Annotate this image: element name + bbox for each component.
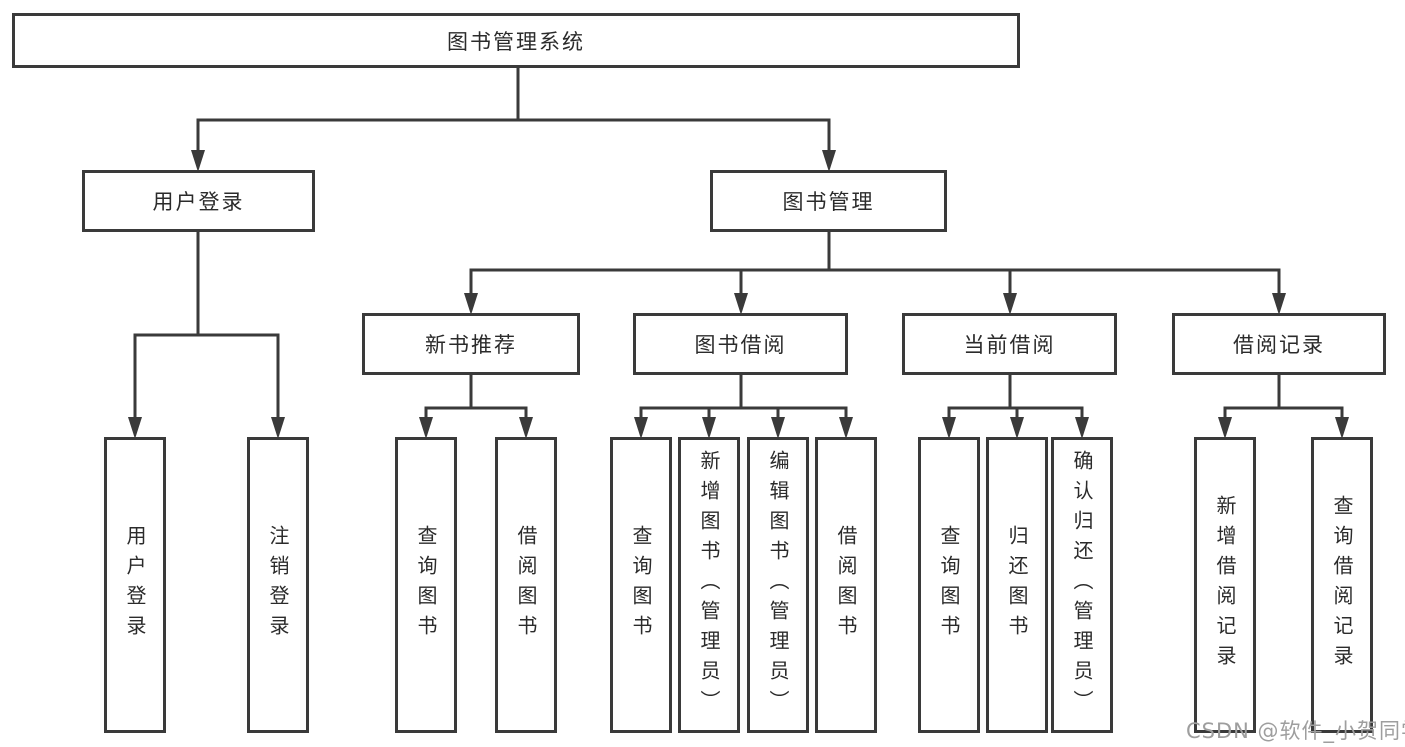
node-user-login: 用户登录 — [82, 170, 315, 232]
leaf-query-books-current: 查询图书 — [918, 437, 980, 733]
leaf-confirm-return-admin: 确认归还（管理员） — [1051, 437, 1113, 733]
leaf-borrow-books-recommend: 借阅图书 — [495, 437, 557, 733]
arrow-down-icon — [734, 293, 748, 315]
arrow-down-icon — [191, 150, 205, 172]
leaf-query-borrow-record: 查询借阅记录 — [1311, 437, 1373, 733]
leaf-return-book: 归还图书 — [986, 437, 1048, 733]
connector-newbook-to-leaves — [424, 375, 528, 419]
node-new-book-recommendation: 新书推荐 — [362, 313, 580, 375]
leaf-logout: 注销登录 — [247, 437, 309, 733]
arrow-down-icon — [464, 293, 478, 315]
arrow-down-icon — [1335, 417, 1349, 439]
leaf-query-books-recommend: 查询图书 — [395, 437, 457, 733]
connector-records-to-leaves — [1223, 375, 1344, 419]
arrow-down-icon — [822, 150, 836, 172]
leaf-add-borrow-record: 新增借阅记录 — [1194, 437, 1256, 733]
node-book-management: 图书管理 — [710, 170, 947, 232]
node-borrowing-records: 借阅记录 — [1172, 313, 1386, 375]
node-book-borrowing: 图书借阅 — [633, 313, 848, 375]
arrow-down-icon — [634, 417, 648, 439]
arrow-down-icon — [1003, 293, 1017, 315]
arrow-down-icon — [942, 417, 956, 439]
leaf-borrow-books-borrowing: 借阅图书 — [815, 437, 877, 733]
connector-borrowing-to-leaves — [639, 375, 848, 419]
arrow-down-icon — [1218, 417, 1232, 439]
arrow-down-icon — [702, 417, 716, 439]
csdn-watermark: CSDN @软件_小贺同学 — [1186, 719, 1405, 743]
arrow-down-icon — [271, 417, 285, 439]
arrow-down-icon — [839, 417, 853, 439]
leaf-query-books-borrowing: 查询图书 — [610, 437, 672, 733]
leaf-add-book-admin: 新增图书（管理员） — [678, 437, 740, 733]
arrow-down-icon — [1075, 417, 1089, 439]
node-root-system: 图书管理系统 — [12, 13, 1020, 68]
connector-bookmgmt-to-level3 — [469, 232, 1281, 295]
node-current-borrowing: 当前借阅 — [902, 313, 1117, 375]
arrow-down-icon — [519, 417, 533, 439]
connector-current-to-leaves — [947, 375, 1084, 419]
arrow-down-icon — [771, 417, 785, 439]
leaf-user-login: 用户登录 — [104, 437, 166, 733]
connector-root-to-level2 — [196, 68, 831, 153]
arrow-down-icon — [128, 417, 142, 439]
arrow-down-icon — [1010, 417, 1024, 439]
arrow-down-icon — [1272, 293, 1286, 315]
arrow-down-icon — [419, 417, 433, 439]
leaf-edit-book-admin: 编辑图书（管理员） — [747, 437, 809, 733]
connector-userlogin-to-leaves — [133, 232, 280, 419]
